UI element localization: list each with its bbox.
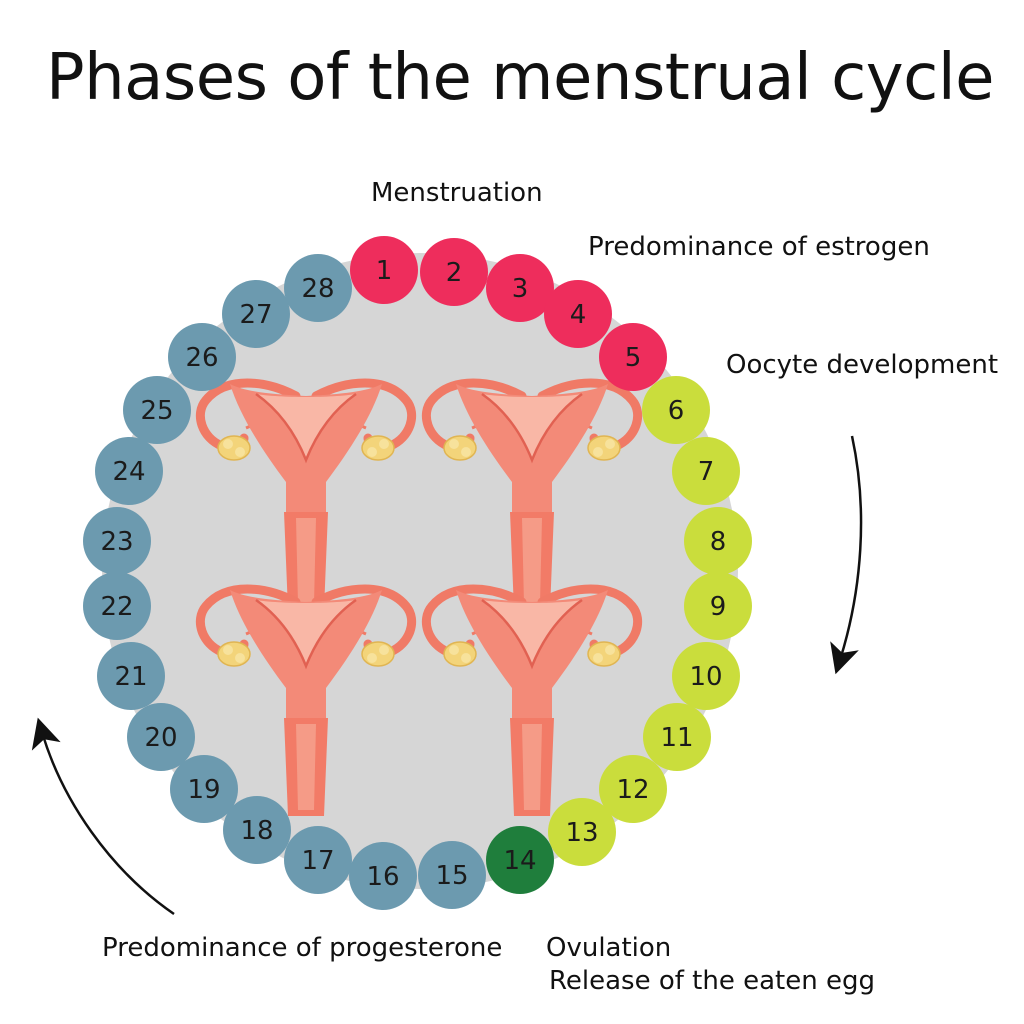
day-circle bbox=[170, 755, 238, 823]
day-number: 7 bbox=[698, 457, 715, 487]
day-circle bbox=[599, 755, 667, 823]
day-2: 2 bbox=[420, 238, 488, 306]
day-circle bbox=[349, 842, 417, 910]
day-circle bbox=[643, 703, 711, 771]
day-24: 24 bbox=[95, 437, 163, 505]
day-27: 27 bbox=[222, 280, 290, 348]
day-number: 16 bbox=[366, 862, 399, 892]
day-number: 15 bbox=[435, 861, 468, 891]
day-20: 20 bbox=[127, 703, 195, 771]
day-8: 8 bbox=[684, 507, 752, 575]
day-circle bbox=[486, 826, 554, 894]
day-number: 12 bbox=[616, 775, 649, 805]
day-circle bbox=[127, 703, 195, 771]
day-circle bbox=[97, 642, 165, 710]
day-number: 28 bbox=[301, 274, 334, 304]
day-18: 18 bbox=[223, 796, 291, 864]
estrogen-label: Predominance of estrogen bbox=[588, 232, 930, 262]
day-7: 7 bbox=[672, 437, 740, 505]
day-number: 23 bbox=[100, 527, 133, 557]
day-number: 19 bbox=[187, 775, 220, 805]
day-circle bbox=[544, 280, 612, 348]
day-5: 5 bbox=[599, 323, 667, 391]
day-circle bbox=[222, 280, 290, 348]
day-16: 16 bbox=[349, 842, 417, 910]
day-circle bbox=[684, 572, 752, 640]
day-23: 23 bbox=[83, 507, 151, 575]
oocyte-development-label: Oocyte development bbox=[726, 350, 999, 380]
day-circle bbox=[672, 642, 740, 710]
day-circle bbox=[486, 254, 554, 322]
day-number: 8 bbox=[710, 527, 727, 557]
day-25: 25 bbox=[123, 376, 191, 444]
day-number: 2 bbox=[446, 258, 463, 288]
day-number: 17 bbox=[301, 846, 334, 876]
day-number: 26 bbox=[185, 343, 218, 373]
ovulation-label: Ovulation bbox=[546, 933, 672, 963]
day-circle bbox=[548, 798, 616, 866]
day-6: 6 bbox=[642, 376, 710, 444]
day-number: 27 bbox=[239, 300, 272, 330]
day-circle bbox=[642, 376, 710, 444]
day-circle bbox=[284, 826, 352, 894]
day-3: 3 bbox=[486, 254, 554, 322]
day-number: 13 bbox=[565, 818, 598, 848]
day-9: 9 bbox=[684, 572, 752, 640]
day-28: 28 bbox=[284, 254, 352, 322]
day-number: 25 bbox=[140, 396, 173, 426]
day-number: 14 bbox=[503, 846, 536, 876]
day-number: 6 bbox=[668, 396, 685, 426]
day-26: 26 bbox=[168, 323, 236, 391]
progesterone-label: Predominance of progesterone bbox=[102, 933, 503, 963]
day-number: 20 bbox=[144, 723, 177, 753]
luteal-direction-arrow bbox=[31, 717, 175, 916]
menstruation-label: Menstruation bbox=[371, 178, 543, 208]
day-number: 21 bbox=[114, 662, 147, 692]
day-circle bbox=[684, 507, 752, 575]
day-number: 1 bbox=[376, 256, 393, 286]
day-19: 19 bbox=[170, 755, 238, 823]
day-number: 4 bbox=[570, 300, 587, 330]
day-10: 10 bbox=[672, 642, 740, 710]
day-22: 22 bbox=[83, 572, 151, 640]
day-circle bbox=[168, 323, 236, 391]
day-circle bbox=[599, 323, 667, 391]
day-circle bbox=[418, 841, 486, 909]
day-4: 4 bbox=[544, 280, 612, 348]
day-1: 1 bbox=[350, 236, 418, 304]
day-13: 13 bbox=[548, 798, 616, 866]
day-21: 21 bbox=[97, 642, 165, 710]
day-circle bbox=[95, 437, 163, 505]
day-12: 12 bbox=[599, 755, 667, 823]
day-15: 15 bbox=[418, 841, 486, 909]
page-title: Phases of the menstrual cycle bbox=[45, 41, 995, 115]
day-14: 14 bbox=[486, 826, 554, 894]
day-circle bbox=[672, 437, 740, 505]
day-11: 11 bbox=[643, 703, 711, 771]
day-number: 10 bbox=[689, 662, 722, 692]
day-circle bbox=[420, 238, 488, 306]
day-circle bbox=[123, 376, 191, 444]
day-number: 22 bbox=[100, 592, 133, 622]
day-circle bbox=[83, 572, 151, 640]
day-number: 18 bbox=[240, 816, 273, 846]
day-number: 11 bbox=[660, 723, 693, 753]
day-number: 5 bbox=[625, 343, 642, 373]
day-number: 9 bbox=[710, 592, 727, 622]
follicular-direction-arrow bbox=[830, 435, 863, 675]
day-circle bbox=[350, 236, 418, 304]
day-number: 24 bbox=[112, 457, 145, 487]
egg-release-label: Release of the eaten egg bbox=[549, 966, 875, 996]
day-17: 17 bbox=[284, 826, 352, 894]
day-circle bbox=[223, 796, 291, 864]
day-circle bbox=[83, 507, 151, 575]
day-circle bbox=[284, 254, 352, 322]
day-number: 3 bbox=[512, 274, 529, 304]
